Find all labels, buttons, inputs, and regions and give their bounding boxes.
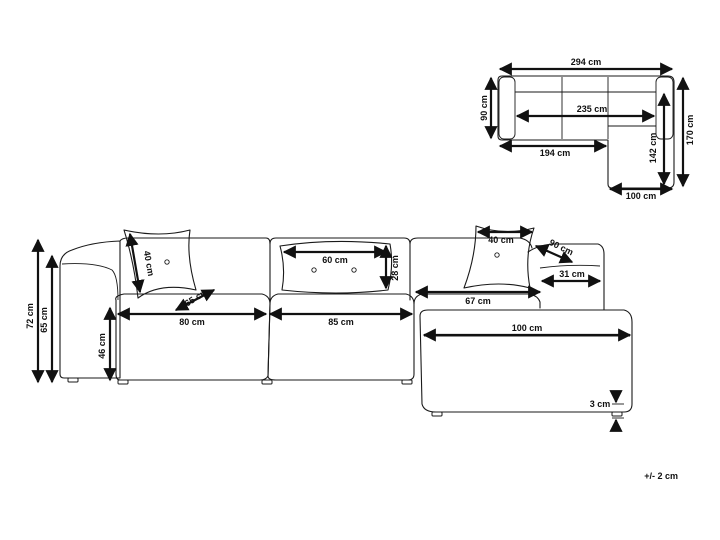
- dim-pillow-height: [125, 232, 145, 294]
- label-top-chaise-total: 170 cm: [685, 115, 695, 146]
- label-height-back: 65 cm: [39, 307, 49, 333]
- foot: [67, 377, 79, 383]
- foot: [611, 411, 623, 417]
- dim-pillow-depth: [174, 289, 216, 311]
- cushion-button: [351, 267, 357, 273]
- top-left-arm: [498, 76, 516, 140]
- label-top-depth: 90 cm: [479, 95, 489, 121]
- label-top-chaise-width: 100 cm: [626, 191, 657, 201]
- label-height-total: 72 cm: [25, 303, 35, 329]
- label-pillow-height: 40 cm: [142, 250, 156, 277]
- foot: [431, 411, 443, 417]
- label-pillow-width: 40 cm: [488, 235, 514, 245]
- pillow-button: [494, 252, 500, 258]
- seat-left: [115, 293, 271, 381]
- label-top-main-width: 194 cm: [540, 148, 571, 158]
- label-chaise-width: 100 cm: [512, 323, 543, 333]
- right-armrest-top-edge: [539, 264, 601, 269]
- tolerance-note: +/- 2 cm: [644, 471, 678, 481]
- label-seat-right: 67 cm: [465, 296, 491, 306]
- label-leg-height: 3 cm: [590, 399, 611, 409]
- pillow-button: [164, 259, 170, 265]
- seat-middle: [267, 293, 415, 381]
- foot: [401, 379, 413, 385]
- label-top-total-width: 294 cm: [571, 57, 602, 67]
- label-armrest-depth: 90 cm: [548, 237, 575, 257]
- dim-armrest-depth: [534, 244, 574, 264]
- foot: [117, 379, 129, 385]
- label-armrest-width: 31 cm: [559, 269, 585, 279]
- top-view-outline: [497, 75, 675, 189]
- top-view: 294 cm 90 cm 235 cm 142 cm 170 cm 194 cm…: [479, 57, 695, 201]
- label-top-chaise-inner: 142 cm: [648, 133, 658, 164]
- label-top-inner-width: 235 cm: [577, 104, 608, 114]
- back-cushion-middle: [269, 237, 411, 301]
- label-cushion-height: 28 cm: [390, 255, 400, 281]
- front-view: 72 cm 65 cm 46 cm 40 cm 65 cm 80 cm 60 c…: [25, 225, 633, 432]
- cushion-middle: [279, 240, 393, 294]
- label-seat-left: 80 cm: [179, 317, 205, 327]
- label-seat-mid: 85 cm: [328, 317, 354, 327]
- left-armrest-top-edge: [61, 263, 119, 301]
- label-cushion-width: 60 cm: [322, 255, 348, 265]
- foot: [261, 379, 273, 385]
- cushion-button: [311, 267, 317, 273]
- label-seat-height: 46 cm: [97, 333, 107, 359]
- back-cushion-left: [119, 237, 271, 301]
- left-armrest: [59, 240, 121, 379]
- chaise-section: [419, 309, 633, 413]
